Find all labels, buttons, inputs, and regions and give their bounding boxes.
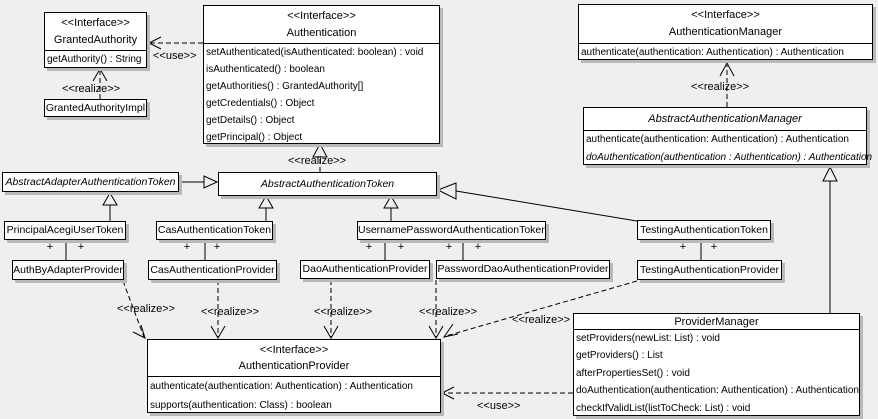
stereotype-label: <<Interface>> <box>259 344 329 356</box>
stereotype-label: <<Interface>> <box>61 17 130 29</box>
class-name: TestingAuthenticationToken <box>640 224 768 236</box>
class-cas-authentication-provider: CasAuthenticationProvider <box>148 260 277 280</box>
association-plus-marker: + <box>213 241 221 253</box>
method: authenticate(authentication: Authenticat… <box>581 47 844 58</box>
realize-label: <<realize>> <box>314 306 373 318</box>
class-name: UsernamePasswordAuthenticationToken <box>358 224 545 236</box>
association-plus-marker: + <box>77 241 85 253</box>
class-name: AbstractAdapterAuthenticationToken <box>5 176 176 188</box>
class-auth-by-adapter-provider: AuthByAdapterProvider <box>12 260 124 280</box>
class-principal-acegi-user-token: PrincipalAcegiUserToken <box>4 221 126 240</box>
class-authentication-manager: <<Interface>> AuthenticationManager auth… <box>578 4 873 60</box>
method: checkIfValidList(listToCheck: List) : vo… <box>576 402 751 414</box>
class-abstract-adapter-authentication-token: AbstractAdapterAuthenticationToken <box>2 172 179 192</box>
realize-label: <<realize>> <box>512 314 571 326</box>
class-name: AuthByAdapterProvider <box>13 264 123 276</box>
association-plus-marker: + <box>445 241 453 253</box>
use-arrow-authentication-to-grantedauthority <box>147 36 203 50</box>
realize-arrow-authbyadapterprovider-to-authprovider <box>122 280 146 339</box>
association-plus-marker: + <box>365 241 373 253</box>
class-name: DaoAuthenticationProvider <box>302 263 428 275</box>
generalization-arrow-abstractadapter-to-abstracttoken <box>179 175 219 189</box>
class-name: Authentication <box>286 27 357 39</box>
realize-arrow-passworddaoprovider-to-authprovider <box>428 280 444 339</box>
class-name: PasswordDaoAuthenticationProvider <box>437 263 609 275</box>
generalization-arrow-castoken-to-abstracttoken <box>258 195 274 221</box>
class-name: CasAuthenticationToken <box>157 224 272 236</box>
generalization-arrow-usernametoken-to-abstracttoken <box>383 195 399 221</box>
realize-arrow-testingprovider-to-authprovider <box>442 280 638 338</box>
use-label: <<use>> <box>477 400 521 412</box>
realize-label: <<realize>> <box>419 306 478 318</box>
class-authentication-provider: <<Interface>> AuthenticationProvider aut… <box>147 339 441 413</box>
method: isAuthenticated() : boolean <box>206 64 325 75</box>
class-username-password-authentication-token: UsernamePasswordAuthenticationToken <box>357 221 546 240</box>
realize-label: <<realize>> <box>288 155 347 167</box>
class-name: GrantedAuthority <box>53 34 138 46</box>
realize-arrow-casprovider-to-authprovider <box>210 280 226 339</box>
method: authenticate(authentication: Authenticat… <box>150 381 413 392</box>
method: supports(authentication: Class) : boolea… <box>150 400 332 411</box>
class-name: AuthenticationProvider <box>238 360 350 372</box>
class-name: AuthenticationManager <box>668 26 783 38</box>
realize-label: <<realize>> <box>201 306 260 318</box>
class-password-dao-authentication-provider: PasswordDaoAuthenticationProvider <box>436 260 610 279</box>
method: getAuthority() : String <box>47 54 142 65</box>
realize-arrow-abstracttoken-to-authentication <box>312 142 328 172</box>
class-granted-authority-impl: GrantedAuthorityImpl <box>44 99 147 117</box>
realize-arrow-abstractauthmanager-to-authmanager <box>719 61 735 107</box>
method: authenticate(authentication: Authenticat… <box>586 134 849 145</box>
generalization-arrow-testingtoken-to-abstracttoken <box>436 182 638 222</box>
class-granted-authority: <<Interface>> GrantedAuthority getAuthor… <box>44 12 147 68</box>
class-testing-authentication-provider: TestingAuthenticationProvider <box>637 260 782 280</box>
method: getAuthorities() : GrantedAuthority[] <box>206 81 364 92</box>
class-name: AbstractAuthenticationManager <box>648 113 802 125</box>
class-cas-authentication-token: CasAuthenticationToken <box>156 221 273 240</box>
class-abstract-authentication-manager: AbstractAuthenticationManager authentica… <box>583 107 873 165</box>
class-name: ProviderManager <box>674 316 759 328</box>
generalization-arrow-principaltoken-to-abstractadapter <box>102 192 118 221</box>
class-name: PrincipalAcegiUserToken <box>6 224 124 236</box>
use-arrow-providermanager-to-authprovider <box>440 386 573 400</box>
class-dao-authentication-provider: DaoAuthenticationProvider <box>300 260 430 279</box>
stereotype-label: <<Interface>> <box>691 9 760 21</box>
method: setProviders(newList: List) : void <box>576 333 720 344</box>
class-name: GrantedAuthorityImpl <box>45 102 146 114</box>
class-authentication: <<Interface>> Authentication setAuthenti… <box>203 5 440 144</box>
generalization-arrow-providermanager-to-abstractauthmanager <box>822 165 838 313</box>
realize-arrow-grantedauthorityimpl-to-grantedauthority <box>92 68 108 99</box>
method: doAuthentication(authentication: Authent… <box>576 385 859 397</box>
class-name: AbstractAuthenticationToken <box>260 178 395 190</box>
realize-label: <<realize>> <box>691 81 750 93</box>
stereotype-label: <<Interface>> <box>287 10 356 22</box>
method: getCredentials() : Object <box>206 98 315 109</box>
realize-label: <<realize>> <box>117 303 176 315</box>
association-plus-marker: + <box>474 241 482 253</box>
association-plus-marker: + <box>183 241 191 253</box>
method: getDetails() : Object <box>206 115 295 126</box>
class-name: TestingAuthenticationProvider <box>640 264 779 276</box>
method: setAuthenticated(isAuthenticated: boolea… <box>206 47 424 58</box>
association-plus-marker: + <box>397 241 405 253</box>
method: getPrincipal() : Object <box>206 132 303 143</box>
class-testing-authentication-token: TestingAuthenticationToken <box>637 220 771 240</box>
method: doAuthentication(authentication : Authen… <box>586 151 873 163</box>
method: afterPropertiesSet() : void <box>576 367 690 379</box>
association-plus-marker: + <box>710 241 718 253</box>
realize-label: <<realize>> <box>62 83 121 95</box>
method: getProviders() : List <box>576 350 663 362</box>
association-plus-marker: + <box>46 241 54 253</box>
association-plus-marker: + <box>679 241 687 253</box>
use-label: <<use>> <box>153 50 197 62</box>
class-name: CasAuthenticationProvider <box>150 264 275 276</box>
realize-arrow-daoprovider-to-authprovider <box>323 280 339 339</box>
class-abstract-authentication-token: AbstractAuthenticationToken <box>218 172 437 196</box>
class-provider-manager: ProviderManager setProviders(newList: Li… <box>573 313 860 416</box>
